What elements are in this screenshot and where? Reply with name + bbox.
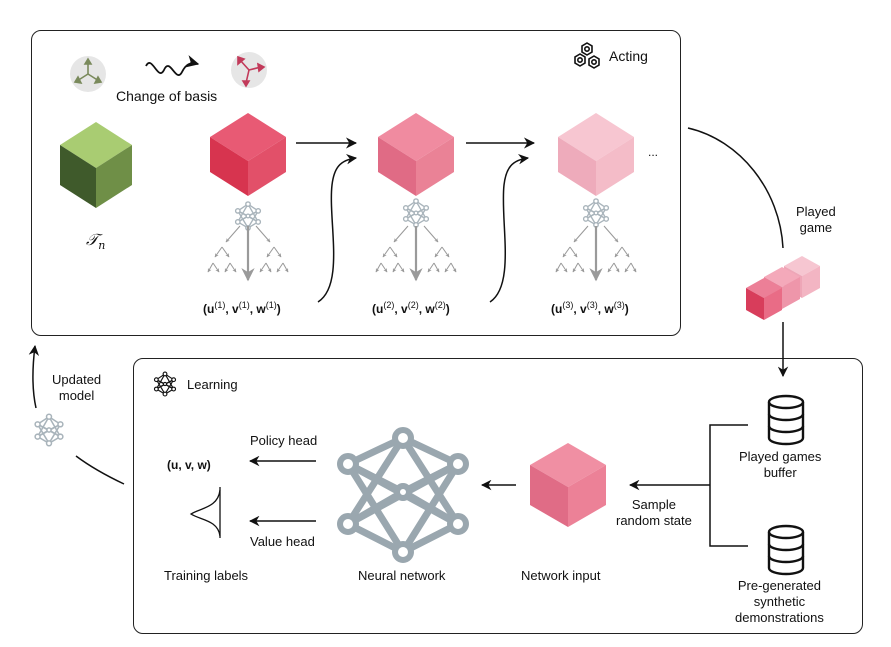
played-games-buffer-db-icon	[767, 394, 805, 446]
sample-line1: Sample	[631, 497, 676, 512]
tensor-symbol: 𝒯	[86, 230, 99, 249]
v-vector: v	[401, 302, 408, 316]
neural-network-icon	[337, 427, 469, 563]
change-of-basis-wave-arrow	[145, 55, 200, 76]
policy-label-uvw: (u, v, w)	[167, 458, 211, 472]
neural-network-caption: Neural network	[358, 568, 446, 583]
step-index: (1)	[265, 300, 277, 310]
acting-gears-icon	[574, 42, 600, 69]
pregen-line3: demonstrations	[735, 610, 824, 625]
move-output-2: (u(2), v(2), w(2))	[372, 300, 450, 316]
step-index: (2)	[383, 300, 395, 310]
w-vector: w	[256, 302, 266, 316]
arrow-acting-to-played-game	[687, 127, 784, 249]
state-cube-1	[210, 113, 286, 196]
synthetic-demos-db-icon	[767, 524, 805, 576]
tensor-label: 𝒯n	[86, 232, 105, 254]
network-input-cube	[530, 443, 606, 527]
updated-model-network-icon	[34, 413, 64, 447]
buffer-line1: Played games	[739, 449, 822, 464]
pregen-line1: Pre-generated	[737, 578, 821, 593]
step-index: (3)	[613, 300, 625, 310]
basis-red-icon	[231, 52, 267, 88]
arrow-updated-model-to-acting	[28, 344, 40, 409]
learning-network-icon	[153, 371, 177, 397]
change-of-basis-label: Change of basis	[116, 88, 218, 104]
updated-model-line2: model	[58, 388, 95, 403]
mcts-network-icon-3	[582, 198, 610, 228]
basis-green-icon	[70, 56, 106, 92]
network-input-caption: Network input	[521, 568, 601, 583]
arrow-learning-to-updated-model	[75, 455, 125, 485]
played-game-cubes	[746, 256, 820, 320]
v-vector: v	[580, 302, 587, 316]
state-cube-2	[378, 113, 454, 196]
buffer-line2: buffer	[763, 465, 797, 480]
search-tree-3	[556, 226, 636, 280]
acting-title: Acting	[609, 48, 648, 64]
updated-model-label: Updated model	[52, 372, 101, 404]
policy-head-label: Policy head	[250, 433, 318, 448]
arrow-move1-to-cube2	[317, 153, 358, 303]
search-tree-2	[376, 226, 456, 280]
played-game-line2: game	[799, 220, 833, 235]
learning-panel	[133, 358, 863, 634]
ellipsis: ...	[648, 145, 659, 159]
u-vector: u	[376, 302, 384, 316]
step-index: (3)	[586, 300, 598, 310]
pregen-line2: synthetic	[753, 594, 806, 609]
played-game-label: Played game	[796, 204, 836, 236]
move-output-1: (u(1), v(1), w(1))	[203, 300, 281, 316]
search-tree-1	[208, 226, 288, 280]
played-game-line1: Played	[796, 204, 836, 219]
mcts-network-icon-1	[234, 201, 262, 231]
sample-line2: random state	[616, 513, 692, 528]
w-vector: w	[604, 302, 614, 316]
value-head-label: Value head	[250, 534, 315, 549]
step-index: (1)	[238, 300, 250, 310]
updated-model-line1: Updated	[52, 372, 102, 387]
mcts-network-icon-2	[402, 198, 430, 228]
learning-title: Learning	[187, 377, 238, 392]
u-vector: u	[207, 302, 215, 316]
sample-bracket	[709, 424, 748, 547]
step-index: (2)	[407, 300, 419, 310]
sample-random-state-label: Sample random state	[616, 497, 692, 529]
played-games-buffer-label: Played games buffer	[739, 449, 821, 481]
step-index: (3)	[562, 300, 574, 310]
synthetic-demonstrations-label: Pre-generated synthetic demonstrations	[735, 578, 824, 626]
acting-panel	[31, 30, 681, 336]
step-index: (2)	[434, 300, 446, 310]
arrow-move2-to-cube3	[489, 153, 530, 303]
tensor-subscript: n	[98, 239, 106, 253]
step-index: (1)	[214, 300, 226, 310]
value-distribution-icon	[189, 487, 221, 538]
move-output-3: (u(3), v(3), w(3))	[551, 300, 629, 316]
u-vector: u	[555, 302, 563, 316]
state-cube-3	[558, 113, 634, 196]
tensor-cube	[60, 122, 132, 208]
w-vector: w	[425, 302, 435, 316]
training-labels-caption: Training labels	[164, 568, 249, 583]
v-vector: v	[232, 302, 239, 316]
